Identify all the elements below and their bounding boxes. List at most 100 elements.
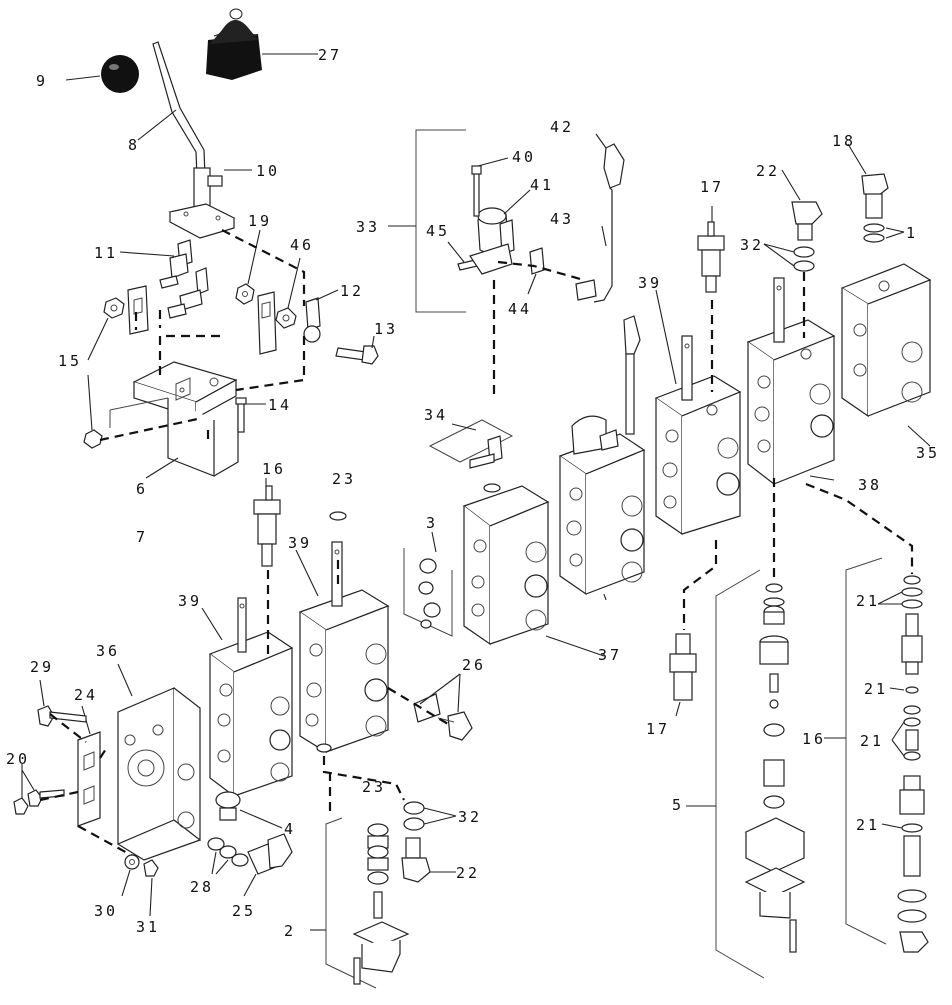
callout-42: 42 xyxy=(550,118,574,136)
plug-22-top-part xyxy=(791,201,823,241)
valve-section-39c-part xyxy=(654,335,742,536)
callout-36: 36 xyxy=(96,642,120,660)
pin-45-part xyxy=(457,243,513,275)
callout-39a: 39 xyxy=(178,592,202,610)
nut-15-part xyxy=(83,297,125,449)
callout-28: 28 xyxy=(190,878,214,896)
plug-22-bottom-part xyxy=(401,837,431,883)
seals-28-part xyxy=(207,837,249,867)
callout-32a: 32 xyxy=(740,236,764,254)
valve-section-39a-part xyxy=(208,597,294,798)
callout-labels: 1 2 3 4 5 6 7 8 9 10 11 12 13 14 15 16 1… xyxy=(6,46,940,940)
clip-44-part xyxy=(529,247,545,275)
callout-33: 33 xyxy=(356,218,380,236)
callout-39c: 39 xyxy=(638,274,662,292)
callout-16b: 16 xyxy=(802,730,826,748)
callout-24: 24 xyxy=(74,686,98,704)
plate-34-part xyxy=(428,419,514,469)
callout-40: 40 xyxy=(512,148,536,166)
callout-21c: 21 xyxy=(860,732,884,750)
end-section-36-part xyxy=(117,687,201,861)
valve-section-39b-part xyxy=(298,541,390,754)
callout-13: 13 xyxy=(374,320,398,338)
callout-16a: 16 xyxy=(262,460,286,478)
callout-22a: 22 xyxy=(756,162,780,180)
callout-12: 12 xyxy=(340,282,364,300)
callout-20: 20 xyxy=(6,750,30,768)
plug-18-part xyxy=(861,173,889,219)
callout-21b: 21 xyxy=(864,680,888,698)
callout-11: 11 xyxy=(94,244,118,262)
clip-right-part xyxy=(257,291,277,355)
end-section-35-part xyxy=(840,263,932,418)
callout-23a: 23 xyxy=(332,470,356,488)
callout-37: 37 xyxy=(598,646,622,664)
relief-valve-16-part xyxy=(253,485,281,567)
callout-17a: 17 xyxy=(700,178,724,196)
callout-10: 10 xyxy=(256,162,280,180)
nut-31-part xyxy=(143,859,159,877)
valve-section-38-part xyxy=(746,277,836,486)
orings-1-part xyxy=(863,223,885,243)
callout-9: 9 xyxy=(36,72,48,90)
kit-16-bracket xyxy=(824,557,887,945)
callout-27: 27 xyxy=(318,46,342,64)
callout-22b: 22 xyxy=(456,864,480,882)
lever-plate-part xyxy=(168,203,236,239)
mount-bracket-part xyxy=(109,361,239,477)
callout-18: 18 xyxy=(832,132,856,150)
callout-1: 1 xyxy=(906,224,918,242)
callout-6: 6 xyxy=(136,480,148,498)
callout-32b: 32 xyxy=(458,808,482,826)
cover-plate-24-part xyxy=(77,731,101,827)
rod-end-12-part xyxy=(303,297,321,343)
callout-2: 2 xyxy=(284,922,296,940)
relief-valve-17-top-part xyxy=(697,221,725,293)
bolt-29-part xyxy=(37,705,87,727)
lever-part xyxy=(152,41,223,209)
washer-30-part xyxy=(124,854,140,870)
clip-left-part xyxy=(127,285,149,335)
relief-valve-17-bottom-part xyxy=(669,633,697,701)
orings-32-bottom-part xyxy=(403,801,425,831)
callout-3: 3 xyxy=(426,514,438,532)
callout-46: 46 xyxy=(290,236,314,254)
callout-35: 35 xyxy=(916,444,940,462)
callout-21d: 21 xyxy=(856,816,880,834)
nut-19-part xyxy=(235,283,255,305)
callout-31: 31 xyxy=(136,918,160,936)
callout-5: 5 xyxy=(672,796,684,814)
callout-19: 19 xyxy=(248,212,272,230)
orings-32-top-part xyxy=(793,246,815,272)
callout-38: 38 xyxy=(858,476,882,494)
valve-section-37b-part xyxy=(558,315,646,596)
valve-section-37-part xyxy=(462,485,550,646)
callout-7: 7 xyxy=(136,528,148,546)
callout-30: 30 xyxy=(94,902,118,920)
callout-21a: 21 xyxy=(856,592,880,610)
fittings-part xyxy=(159,239,209,319)
kit-2-parts xyxy=(352,823,410,985)
plate-3-part xyxy=(403,548,453,637)
callout-44: 44 xyxy=(508,300,532,318)
boot-part xyxy=(206,8,262,80)
kit-2-bracket xyxy=(310,817,377,989)
kit-5-parts xyxy=(744,583,806,953)
washer-46-part xyxy=(275,307,297,329)
callout-26: 26 xyxy=(462,656,486,674)
callout-14: 14 xyxy=(268,396,292,414)
callout-23b: 23 xyxy=(362,778,386,796)
callout-17b: 17 xyxy=(646,720,670,738)
screw-14-part xyxy=(235,397,247,433)
callout-45: 45 xyxy=(426,222,450,240)
kit-5-bracket xyxy=(686,569,765,979)
screw-40-part xyxy=(471,165,482,217)
knob-part xyxy=(101,55,139,93)
kit-16-parts xyxy=(897,575,929,953)
callout-8: 8 xyxy=(128,136,140,154)
group-33-bracket xyxy=(388,129,466,313)
lever-43-part xyxy=(575,143,625,303)
callout-4: 4 xyxy=(284,820,296,838)
callout-39b: 39 xyxy=(288,534,312,552)
